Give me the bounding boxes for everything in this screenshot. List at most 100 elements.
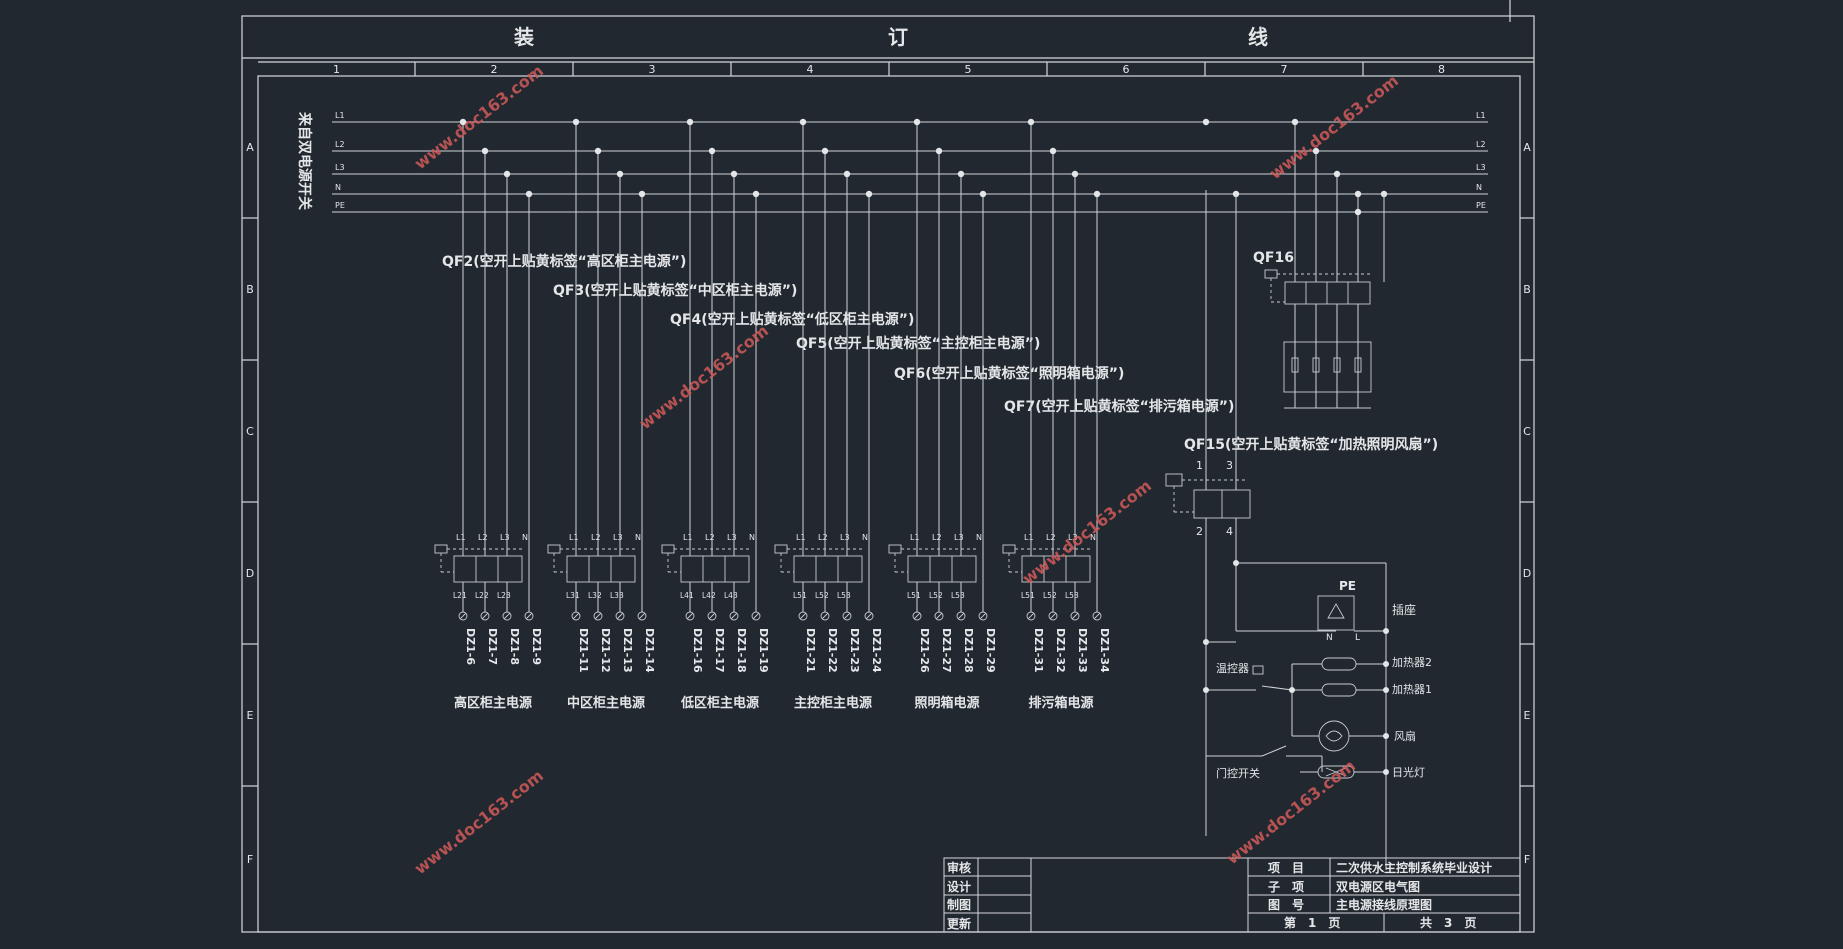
breaker-group-4: L1L51DZ1-21L2L52DZ1-22L3L53DZ1-23NDZ1-24… — [774, 118, 883, 711]
fan-symbol — [1318, 720, 1350, 752]
row-letter-right-F: F — [1524, 853, 1530, 866]
terminal-label: DZ1-27 — [940, 628, 953, 673]
terminal-label: DZ1-22 — [826, 628, 839, 673]
group-name: 中区柜主电源 — [567, 695, 645, 711]
out-label: L22 — [475, 591, 489, 600]
row-letter-left-B: B — [246, 283, 254, 296]
breaker-group-1: L1L21DZ1-6L2L22DZ1-7L3L23DZ1-8NDZ1-9高区柜主… — [434, 118, 543, 711]
header-xian: 线 — [1248, 25, 1268, 49]
column-number-7: 7 — [1281, 63, 1288, 76]
tb-zhitu: 制图 — [947, 897, 971, 912]
out-label: L32 — [588, 591, 602, 600]
tb-xiangmu-label: 项 目 — [1268, 861, 1304, 875]
header-ding: 订 — [888, 25, 908, 49]
pole-label: L3 — [613, 533, 623, 542]
watermark-1: www.doc163.com — [411, 61, 547, 173]
pole-label: L1 — [456, 533, 466, 542]
terminal-label: DZ1-28 — [962, 628, 975, 673]
row-letter-left-A: A — [246, 141, 254, 154]
bus-label-right-l2: L2 — [1476, 140, 1486, 149]
pole-label: N — [522, 533, 528, 542]
qf15-term-3: 3 — [1226, 459, 1233, 472]
bus-label-left-l1: L1 — [335, 111, 345, 120]
pole-label: L3 — [500, 533, 510, 542]
bus-label-left-l3: L3 — [335, 163, 345, 172]
watermark-4: www.doc163.com — [1266, 71, 1402, 183]
pole-label: L3 — [840, 533, 850, 542]
terminal-label: DZ1-31 — [1032, 628, 1045, 673]
out-label: L52 — [1043, 591, 1057, 600]
terminal-label: DZ1-23 — [848, 628, 861, 673]
terminal-label: DZ1-13 — [621, 628, 634, 673]
row-letter-right-A: A — [1523, 141, 1531, 154]
terminal-label: DZ1-19 — [757, 628, 770, 673]
breaker-group-5: L1L51DZ1-26L2L52DZ1-27L3L53DZ1-28NDZ1-29… — [888, 118, 997, 711]
pole-label: L2 — [591, 533, 601, 542]
socket-label: 插座 — [1392, 602, 1416, 617]
callout-qf2: QF2(空开上贴黄标签“高区柜主电源”) — [442, 253, 686, 270]
row-letter-left-F: F — [247, 853, 253, 866]
column-number-4: 4 — [807, 63, 814, 76]
terminal-label: DZ1-29 — [984, 628, 997, 673]
pole-label: L2 — [818, 533, 828, 542]
bus-label-right-l1: L1 — [1476, 111, 1486, 120]
terminal-label: DZ1-8 — [508, 628, 521, 665]
out-label: L51 — [1021, 591, 1035, 600]
bus-label-right-pe: PE — [1476, 201, 1486, 210]
group-name: 主控柜主电源 — [794, 695, 872, 711]
out-label: L52 — [815, 591, 829, 600]
qf15-term-4: 4 — [1226, 525, 1233, 538]
out-label: L52 — [929, 591, 943, 600]
out-label: L21 — [453, 591, 467, 600]
qf15-term-2: 2 — [1196, 525, 1203, 538]
pole-label: L1 — [910, 533, 920, 542]
pole-label: L2 — [1046, 533, 1056, 542]
bus-label-right-l3: L3 — [1476, 163, 1486, 172]
row-letter-right-D: D — [1523, 567, 1531, 580]
socket-box — [1317, 595, 1355, 631]
tb-sheji: 设计 — [947, 879, 971, 894]
pole-label: L3 — [954, 533, 964, 542]
source-label: 来自双电源开关 — [296, 111, 313, 210]
pole-label: N — [862, 533, 868, 542]
callout-qf4: QF4(空开上贴黄标签“低区柜主电源”) — [670, 311, 914, 328]
out-label: L42 — [702, 591, 716, 600]
tb-shenhe: 审核 — [947, 860, 971, 875]
pole-label: L1 — [569, 533, 579, 542]
pole-label: N — [1090, 533, 1096, 542]
tb-page: 第 1 页 — [1284, 915, 1340, 930]
bus-label-left-n: N — [335, 183, 341, 192]
pole-label: L1 — [796, 533, 806, 542]
pole-label: L3 — [727, 533, 737, 542]
terminal-label: DZ1-24 — [870, 628, 883, 673]
column-number-3: 3 — [649, 63, 656, 76]
out-label: L31 — [566, 591, 580, 600]
out-label: L51 — [793, 591, 807, 600]
watermark-2: www.doc163.com — [636, 321, 772, 433]
out-label: L41 — [680, 591, 694, 600]
bus-label-right-n: N — [1476, 183, 1482, 192]
aux-circuit: PE 插座 N L 温控器 加热器2 加热器1 风扇 门 — [1203, 560, 1432, 870]
heater2-symbol — [1321, 657, 1357, 671]
heater1-symbol — [1321, 683, 1357, 697]
terminal-label: DZ1-6 — [464, 628, 477, 665]
row-letter-right-C: C — [1523, 425, 1531, 438]
tb-zixiang-label: 子 项 — [1268, 880, 1304, 894]
terminal-label: DZ1-17 — [713, 628, 726, 673]
pole-label: L2 — [932, 533, 942, 542]
terminal-label: DZ1-34 — [1098, 628, 1111, 673]
heater1-label: 加热器1 — [1392, 683, 1432, 696]
pole-label: L2 — [705, 533, 715, 542]
terminal-label: DZ1-33 — [1076, 628, 1089, 673]
row-letter-left-D: D — [246, 567, 254, 580]
qf16-label: QF16 — [1253, 250, 1294, 266]
terminal-label: DZ1-7 — [486, 628, 499, 665]
tb-total: 共 3 页 — [1420, 915, 1476, 930]
column-number-5: 5 — [965, 63, 972, 76]
tb-xiangmu-value: 二次供水主控制系统毕业设计 — [1336, 860, 1492, 875]
lamp-label: 日光灯 — [1392, 765, 1425, 779]
breaker-group-6: L1L51DZ1-31L2L52DZ1-32L3L53DZ1-33NDZ1-34… — [1002, 118, 1111, 711]
terminal-label: DZ1-9 — [530, 628, 543, 665]
header-zhuang: 装 — [513, 25, 534, 49]
